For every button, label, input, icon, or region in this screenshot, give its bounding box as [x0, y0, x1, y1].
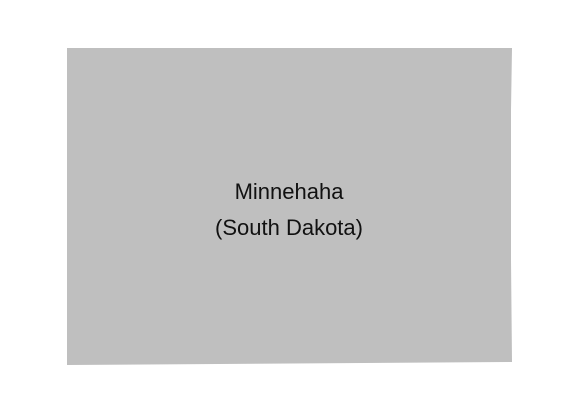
- minnehaha-county-shape: [67, 48, 512, 365]
- state-name-label: (South Dakota): [215, 215, 363, 240]
- county-name-label: Minnehaha: [235, 179, 345, 204]
